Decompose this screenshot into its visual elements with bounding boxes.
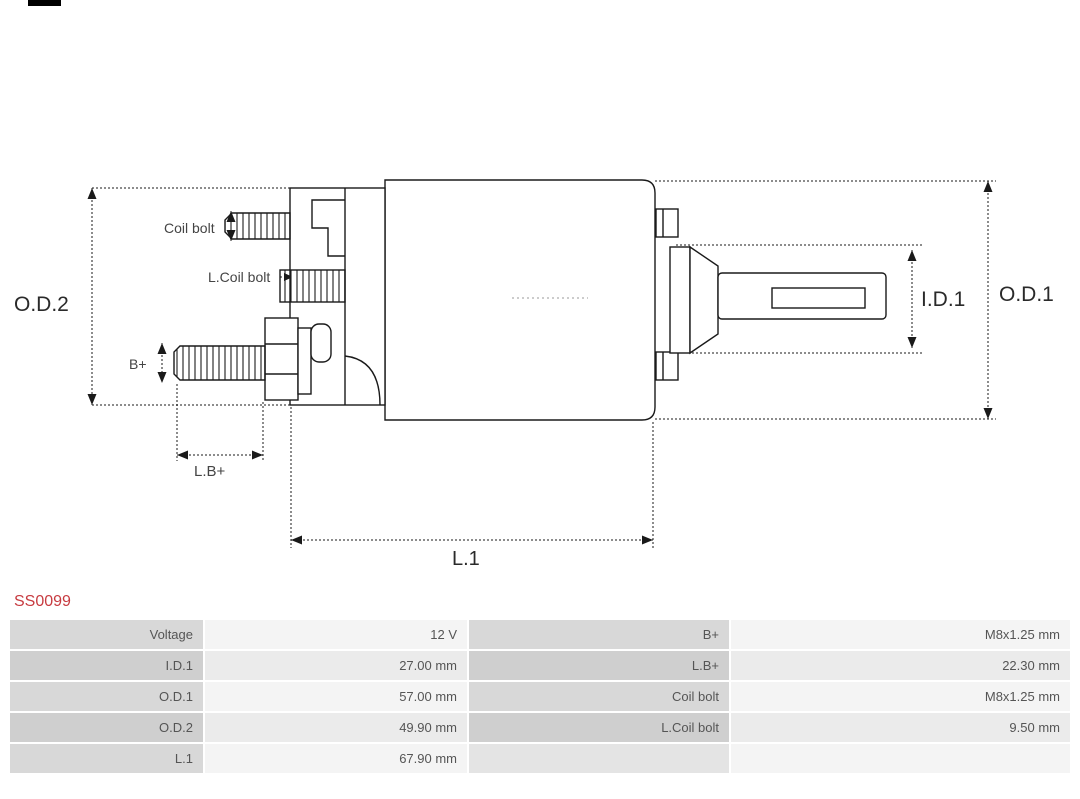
spec-value: 67.90 mm bbox=[205, 744, 467, 773]
spec-value: M8x1.25 mm bbox=[731, 620, 1070, 649]
spec-value: 22.30 mm bbox=[731, 651, 1070, 680]
spec-row-id1: I.D.1 27.00 mm L.B+ 22.30 mm bbox=[10, 651, 1070, 680]
l-coil-bolt-label: L.Coil bolt bbox=[208, 269, 270, 285]
spec-label: I.D.1 bbox=[10, 651, 203, 680]
spec-label: B+ bbox=[469, 620, 729, 649]
spec-label: Voltage bbox=[10, 620, 203, 649]
spec-table: Voltage 12 V B+ M8x1.25 mm I.D.1 27.00 m… bbox=[8, 618, 1072, 775]
main-housing bbox=[384, 179, 656, 421]
motor-terminal-bottom bbox=[655, 351, 679, 381]
b-plus-nut bbox=[264, 317, 299, 401]
part-number-link[interactable]: SS0099 bbox=[14, 593, 71, 610]
coil-bolt-stud bbox=[224, 212, 291, 240]
spec-label: L.B+ bbox=[469, 651, 729, 680]
spec-label bbox=[469, 744, 729, 773]
spec-value: 49.90 mm bbox=[205, 713, 467, 742]
solenoid-technical-drawing: O.D.2 O.D.1 I.D.1 Coil bolt L.Coil bolt … bbox=[14, 179, 1054, 570]
spec-value: 27.00 mm bbox=[205, 651, 467, 680]
spec-row-od1: O.D.1 57.00 mm Coil bolt M8x1.25 mm bbox=[10, 682, 1070, 711]
spec-label: L.1 bbox=[10, 744, 203, 773]
spec-row-voltage: Voltage 12 V B+ M8x1.25 mm bbox=[10, 620, 1070, 649]
l1-label: L.1 bbox=[452, 548, 480, 570]
spec-label: O.D.2 bbox=[10, 713, 203, 742]
id1-label: I.D.1 bbox=[921, 288, 965, 311]
od2-label: O.D.2 bbox=[14, 293, 69, 316]
coil-terminal-thread bbox=[279, 269, 346, 303]
spec-label: Coil bolt bbox=[469, 682, 729, 711]
spec-value: 9.50 mm bbox=[731, 713, 1070, 742]
motor-terminal-top bbox=[655, 208, 679, 238]
b-plus-stud bbox=[173, 345, 266, 381]
spec-label: L.Coil bolt bbox=[469, 713, 729, 742]
plunger-boss bbox=[669, 246, 691, 354]
dimension-labels: O.D.2 O.D.1 I.D.1 Coil bolt L.Coil bolt … bbox=[14, 220, 1054, 570]
spec-row-od2: O.D.2 49.90 mm L.Coil bolt 9.50 mm bbox=[10, 713, 1070, 742]
solenoid-outline bbox=[173, 179, 887, 421]
spec-label: O.D.1 bbox=[10, 682, 203, 711]
b-plus-label: B+ bbox=[129, 356, 147, 372]
plunger-cone bbox=[689, 245, 719, 355]
logo-fragment bbox=[28, 0, 61, 6]
coil-bolt-label: Coil bolt bbox=[164, 220, 215, 236]
spec-value: 12 V bbox=[205, 620, 467, 649]
spec-value bbox=[731, 744, 1070, 773]
od1-label: O.D.1 bbox=[999, 283, 1054, 306]
spec-row-l1: L.1 67.90 mm bbox=[10, 744, 1070, 773]
spec-value: 57.00 mm bbox=[205, 682, 467, 711]
plunger-slot bbox=[771, 287, 866, 309]
l-b-plus-label: L.B+ bbox=[194, 463, 226, 480]
spec-value: M8x1.25 mm bbox=[731, 682, 1070, 711]
